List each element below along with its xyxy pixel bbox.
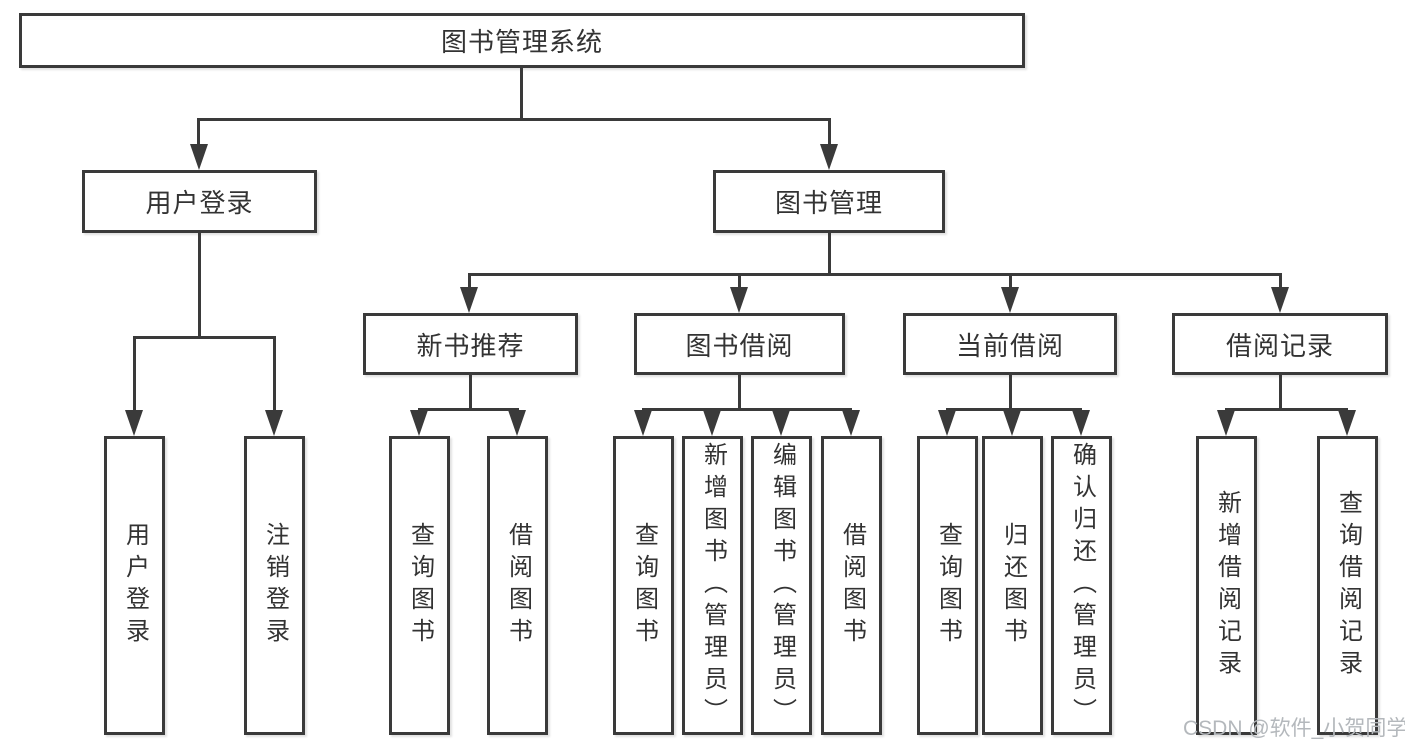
arrowhead-user-leaf1 [125, 410, 143, 436]
leaf-user-login-label: 用户登录 [121, 521, 149, 650]
leaf-confirm-return-admin-label: 确认归还（管理员） [1068, 441, 1096, 730]
connector-sec2-stub [738, 273, 741, 289]
leaf-return-book: 归还图书 [982, 436, 1043, 735]
leaf-user-login: 用户登录 [104, 436, 165, 735]
arrowhead-user-login [190, 144, 208, 170]
leaf-logout-label: 注销登录 [261, 521, 289, 650]
connector-user-trunk [198, 233, 201, 336]
connector-borrow-bar [642, 408, 852, 411]
arrowhead-borrow-leaf2 [703, 410, 721, 436]
connector-sec3-stub [1009, 273, 1012, 289]
node-book-borrow: 图书借阅 [634, 313, 845, 375]
leaf-recommend-borrow-book-label: 借阅图书 [504, 521, 532, 650]
connector-sec1-stub [468, 273, 471, 289]
leaf-confirm-return-admin: 确认归还（管理员） [1051, 436, 1112, 735]
connector-stub-book [828, 118, 831, 146]
leaf-add-book-admin: 新增图书（管理员） [682, 436, 743, 735]
arrowhead-borrow-leaf1 [634, 410, 652, 436]
leaf-return-book-label: 归还图书 [999, 521, 1027, 650]
arrowhead-user-leaf2 [265, 410, 283, 436]
leaf-query-borrow-record: 查询借阅记录 [1317, 436, 1378, 735]
connector-recommend-trunk [469, 375, 472, 408]
leaf-current-query-book-label: 查询图书 [934, 521, 962, 650]
connector-root-bar [197, 118, 831, 121]
node-current-borrow: 当前借阅 [903, 313, 1117, 375]
node-root: 图书管理系统 [19, 13, 1025, 68]
node-borrow-records: 借阅记录 [1172, 313, 1388, 375]
connector-current-bar [946, 408, 1082, 411]
leaf-recommend-query-book-label: 查询图书 [406, 521, 434, 650]
connector-borrow-trunk [738, 375, 741, 408]
leaf-recommend-borrow-book: 借阅图书 [487, 436, 548, 735]
leaf-borrow-query-book: 查询图书 [613, 436, 674, 735]
arrowhead-sec-records [1271, 287, 1289, 313]
arrowhead-current-leaf2 [1003, 410, 1021, 436]
leaf-add-book-admin-label: 新增图书（管理员） [699, 441, 727, 730]
connector-root-trunk [520, 68, 523, 118]
connector-records-bar [1225, 408, 1348, 411]
arrowhead-sec-borrow [730, 287, 748, 313]
connector-book-bar [468, 273, 1281, 276]
leaf-logout: 注销登录 [244, 436, 305, 735]
arrowhead-borrow-leaf3 [772, 410, 790, 436]
arrowhead-records-leaf2 [1338, 410, 1356, 436]
arrowhead-borrow-leaf4 [842, 410, 860, 436]
csdn-watermark: CSDN @软件_小贺同学 [1183, 717, 1405, 740]
node-book-mgmt: 图书管理 [713, 170, 945, 233]
connector-current-trunk [1009, 375, 1012, 408]
leaf-query-borrow-record-label: 查询借阅记录 [1334, 489, 1362, 682]
leaf-recommend-query-book: 查询图书 [389, 436, 450, 735]
leaf-edit-book-admin: 编辑图书（管理员） [751, 436, 812, 735]
node-new-book-recommend: 新书推荐 [363, 313, 578, 375]
leaf-add-borrow-record-label: 新增借阅记录 [1213, 489, 1241, 682]
arrowhead-recommend-leaf2 [508, 410, 526, 436]
leaf-borrow-book: 借阅图书 [821, 436, 882, 735]
leaf-borrow-book-label: 借阅图书 [838, 521, 866, 650]
arrowhead-current-leaf3 [1072, 410, 1090, 436]
connector-user-leaf2-stub [273, 336, 276, 410]
node-user-login: 用户登录 [82, 170, 317, 233]
connector-recommend-bar [418, 408, 519, 411]
arrowhead-records-leaf1 [1217, 410, 1235, 436]
arrowhead-book-mgmt [820, 144, 838, 170]
leaf-borrow-query-book-label: 查询图书 [630, 521, 658, 650]
leaf-add-borrow-record: 新增借阅记录 [1196, 436, 1257, 735]
leaf-current-query-book: 查询图书 [917, 436, 978, 735]
arrowhead-sec-recommend [460, 287, 478, 313]
arrowhead-current-leaf1 [938, 410, 956, 436]
connector-book-trunk [828, 233, 831, 273]
connector-sec4-stub [1279, 273, 1282, 289]
connector-stub-user [197, 118, 200, 146]
arrowhead-sec-current [1001, 287, 1019, 313]
connector-user-bar [133, 336, 275, 339]
connector-user-leaf1-stub [133, 336, 136, 410]
connector-records-trunk [1279, 375, 1282, 408]
arrowhead-recommend-leaf1 [410, 410, 428, 436]
leaf-edit-book-admin-label: 编辑图书（管理员） [768, 441, 796, 730]
